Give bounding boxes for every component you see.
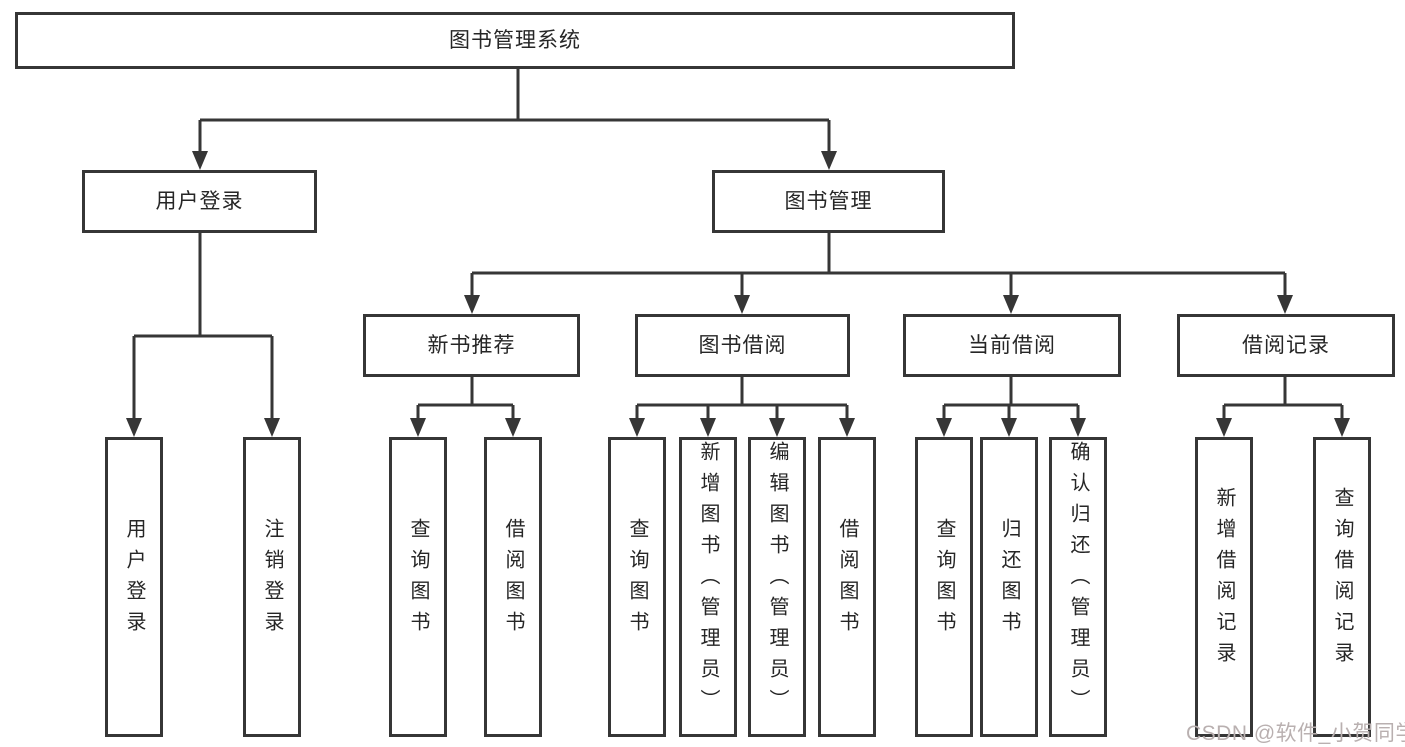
leaf-query-book-current: 查询图书 — [915, 437, 973, 737]
arrowhead — [839, 418, 855, 437]
csdn-watermark: CSDN @软件_小贺同学 — [1186, 722, 1405, 745]
leaf-query-book-recommend: 查询图书 — [389, 437, 447, 737]
arrowhead — [700, 418, 716, 437]
leaf-add-borrow-record: 新增借阅记录 — [1195, 437, 1253, 737]
arrowhead — [505, 418, 521, 437]
arrowhead — [936, 418, 952, 437]
arrowhead — [1334, 418, 1350, 437]
arrowhead — [734, 295, 750, 314]
node-book-borrow: 图书借阅 — [635, 314, 850, 377]
leaf-query-borrow-record: 查询借阅记录 — [1313, 437, 1371, 737]
leaf-confirm-return-admin: 确认归还（管理员） — [1049, 437, 1107, 737]
arrowhead — [1003, 295, 1019, 314]
arrowhead — [264, 418, 280, 437]
node-current-borrow: 当前借阅 — [903, 314, 1121, 377]
arrowheads — [126, 151, 1350, 437]
node-user-login: 用户登录 — [82, 170, 317, 233]
leaf-logout: 注销登录 — [243, 437, 301, 737]
leaf-borrow-book: 借阅图书 — [818, 437, 876, 737]
leaf-borrow-book-recommend: 借阅图书 — [484, 437, 542, 737]
arrowhead — [1216, 418, 1232, 437]
node-borrow-records: 借阅记录 — [1177, 314, 1395, 377]
leaf-query-book-borrow: 查询图书 — [608, 437, 666, 737]
leaf-edit-book-admin: 编辑图书（管理员） — [748, 437, 806, 737]
arrowhead — [821, 151, 837, 170]
node-book-management: 图书管理 — [712, 170, 945, 233]
leaf-return-book: 归还图书 — [980, 437, 1038, 737]
arrowhead — [464, 295, 480, 314]
connector-lines — [132, 69, 1344, 419]
arrowhead — [769, 418, 785, 437]
leaf-user-login: 用户登录 — [105, 437, 163, 737]
arrowhead — [1001, 418, 1017, 437]
arrowhead — [126, 418, 142, 437]
arrowhead — [1070, 418, 1086, 437]
arrowhead — [629, 418, 645, 437]
arrowhead — [1277, 295, 1293, 314]
node-root: 图书管理系统 — [15, 12, 1015, 69]
node-new-book-recommend: 新书推荐 — [363, 314, 580, 377]
arrowhead — [192, 151, 208, 170]
leaf-add-book-admin: 新增图书（管理员） — [679, 437, 737, 737]
arrowhead — [410, 418, 426, 437]
